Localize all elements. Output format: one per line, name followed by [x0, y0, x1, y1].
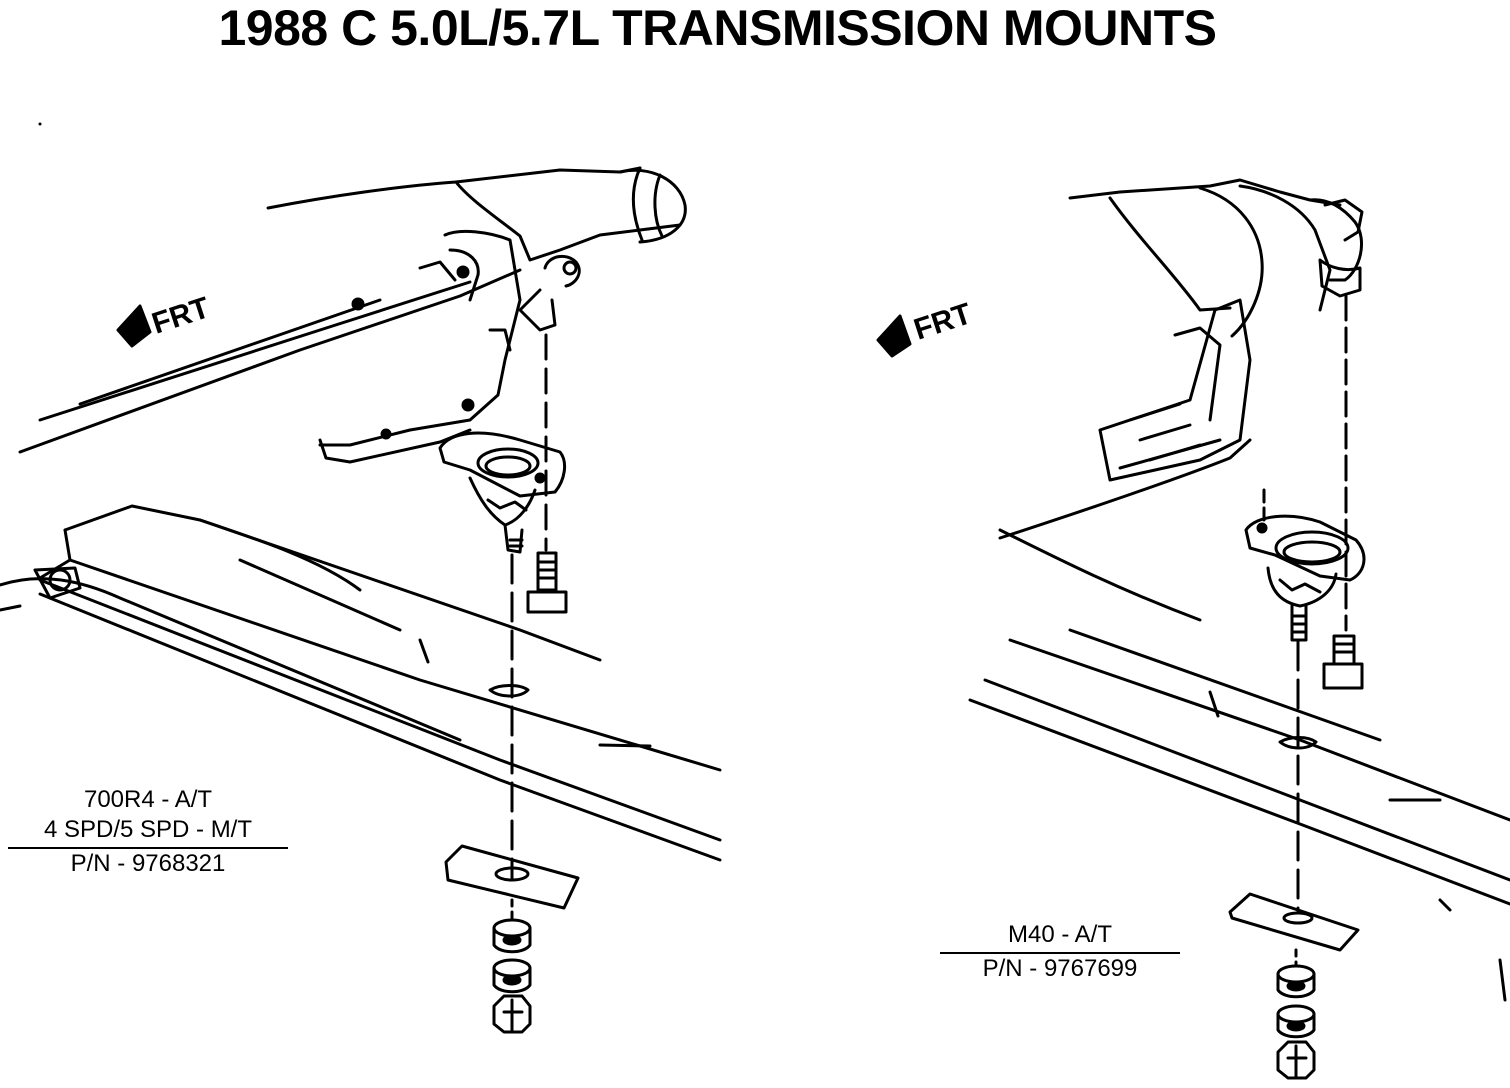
left-mount-caption: 700R4 - A/T 4 SPD/5 SPD - M/T P/N - 9768…: [8, 785, 288, 879]
left-mount-bolt: [526, 333, 568, 614]
right-transmission-mount: [1244, 488, 1366, 642]
diagram-title: 1988 C 5.0L/5.7L TRANSMISSION MOUNTS: [218, 0, 1218, 56]
left-retainer-plate: [444, 844, 580, 910]
left-washer-and-nut-stack: [492, 898, 532, 1034]
left-caption-line-2: 4 SPD/5 SPD - M/T: [43, 816, 253, 843]
right-caption-rule: [940, 952, 1180, 954]
right-retainer-plate: [1228, 892, 1360, 952]
right-front-direction-label: FRT: [910, 297, 976, 346]
right-front-direction-arrow-icon: [876, 314, 912, 358]
right-mount-caption: M40 - A/T P/N - 9767699: [940, 920, 1180, 984]
left-transmission-mount: [438, 431, 567, 554]
right-caption-line-1: M40 - A/T: [1007, 921, 1113, 948]
left-crossmember: [0, 504, 722, 862]
left-caption-rule: [8, 847, 288, 849]
right-mount-bolt: [1322, 294, 1364, 690]
right-washer-and-nut-stack: [1276, 948, 1316, 1080]
left-front-direction-arrow-icon: [116, 304, 152, 348]
left-caption-part-number: P/N - 9768321: [70, 850, 226, 877]
right-transmission-assembly: [998, 178, 1364, 540]
left-transmission-assembly: [18, 122, 687, 464]
right-caption-part-number: P/N - 9767699: [982, 955, 1138, 982]
left-caption-line-1: 700R4 - A/T: [83, 786, 213, 813]
left-front-direction-label: FRT: [148, 291, 214, 340]
right-crossmember: [968, 528, 1510, 1002]
